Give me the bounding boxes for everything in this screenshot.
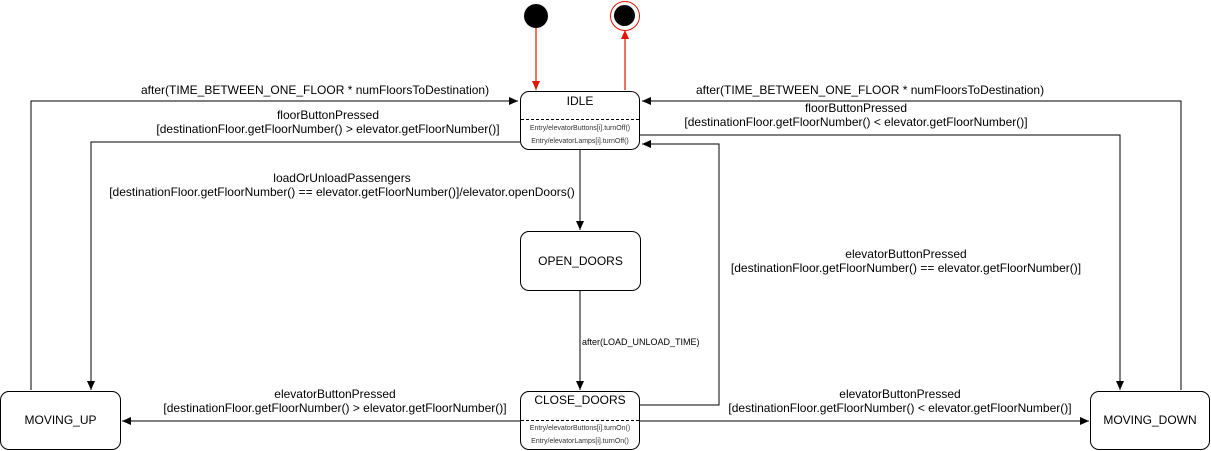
- label-close-doors-to-moving-down-event: elevatorButtonPressed: [839, 387, 961, 401]
- label-idle-to-moving-up: floorButtonPressed [destinationFloor.get…: [138, 108, 518, 136]
- label-open-to-close-doors: after(LOAD_UNLOAD_TIME): [582, 337, 700, 347]
- state-close-doors[interactable]: CLOSE_DOORS Entry/elevatorButtons[i].tur…: [520, 391, 640, 450]
- state-moving-down[interactable]: MOVING_DOWN: [1090, 391, 1210, 450]
- label-close-doors-to-idle-event: elevatorButtonPressed: [845, 247, 967, 261]
- idle-to-moving-down-edge: [640, 134, 1124, 390]
- label-close-doors-to-moving-up: elevatorButtonPressed [destinationFloor.…: [150, 387, 520, 415]
- state-open-doors-name: OPEN_DOORS: [538, 254, 623, 268]
- moving-down-to-idle-edge: [642, 97, 1182, 390]
- label-close-doors-to-moving-down-guard: [destinationFloor.getFloorNumber() < ele…: [728, 401, 1072, 415]
- label-idle-to-moving-down: floorButtonPressed [destinationFloor.get…: [666, 101, 1046, 129]
- state-moving-up-name: MOVING_UP: [24, 413, 97, 427]
- label-close-doors-to-idle-guard: [destinationFloor.getFloorNumber() == el…: [730, 261, 1082, 275]
- state-close-doors-divider: [521, 420, 639, 421]
- label-close-doors-to-idle: elevatorButtonPressed [destinationFloor.…: [726, 247, 1086, 275]
- label-idle-to-moving-up-guard: [destinationFloor.getFloorNumber() > ele…: [156, 122, 500, 136]
- state-idle-action-1: Entry/elevatorButtons[i].turnOff(): [529, 125, 631, 132]
- label-close-doors-to-moving-up-event: elevatorButtonPressed: [274, 387, 396, 401]
- state-close-doors-name: CLOSE_DOORS: [534, 393, 626, 407]
- state-close-doors-action-2: Entry/elevatorLamps[i].turnOn(): [531, 438, 629, 445]
- idle-to-moving-up-edge: [87, 141, 520, 390]
- label-close-doors-to-moving-down: elevatorButtonPressed [destinationFloor.…: [720, 387, 1080, 415]
- state-idle-divider: [521, 119, 639, 120]
- state-open-doors[interactable]: OPEN_DOORS: [520, 231, 641, 291]
- state-idle[interactable]: IDLE Entry/elevatorButtons[i].turnOff() …: [520, 91, 640, 150]
- final-state-inner-dot: [614, 5, 635, 26]
- label-idle-to-open-doors-event: loadOrUnloadPassengers: [273, 171, 411, 185]
- moving-up-to-idle-edge: [30, 97, 518, 390]
- label-moving-down-to-idle: after(TIME_BETWEEN_ONE_FLOOR * numFloors…: [696, 83, 1045, 97]
- final-state-node: [610, 1, 640, 31]
- initial-state-node: [524, 4, 548, 28]
- state-moving-up[interactable]: MOVING_UP: [0, 391, 121, 450]
- state-idle-action-2: Entry/elevatorLamps[i].turnOff(): [531, 138, 629, 145]
- label-idle-to-moving-down-guard: [destinationFloor.getFloorNumber() < ele…: [684, 115, 1028, 129]
- label-idle-to-open-doors: loadOrUnloadPassengers [destinationFloor…: [104, 171, 580, 199]
- state-idle-name: IDLE: [566, 94, 594, 108]
- label-moving-up-to-idle: after(TIME_BETWEEN_ONE_FLOOR * numFloors…: [141, 83, 490, 97]
- state-moving-down-name: MOVING_DOWN: [1103, 413, 1197, 427]
- label-idle-to-moving-up-event: floorButtonPressed: [276, 108, 380, 122]
- label-close-doors-to-moving-up-guard: [destinationFloor.getFloorNumber() > ele…: [163, 401, 507, 415]
- label-idle-to-moving-down-event: floorButtonPressed: [804, 101, 908, 115]
- state-close-doors-action-1: Entry/elevatorButtons[i].turnOn(): [529, 425, 631, 432]
- close-doors-to-idle-edge: [640, 140, 720, 406]
- label-idle-to-open-doors-guard: [destinationFloor.getFloorNumber() == el…: [109, 185, 575, 199]
